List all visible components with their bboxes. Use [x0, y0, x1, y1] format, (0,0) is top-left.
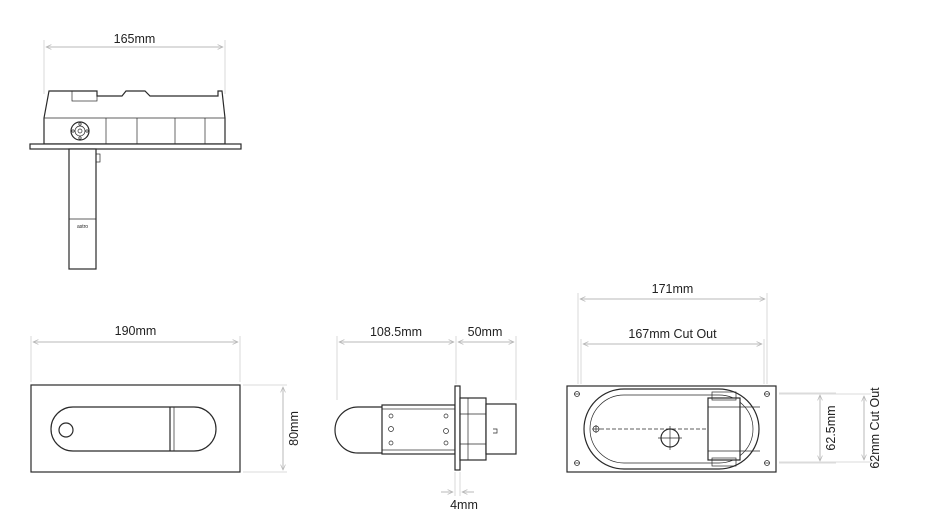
center-cross-icon: [658, 426, 682, 450]
depth-label: 108.5mm: [370, 325, 422, 339]
side-width-label: 165mm: [114, 32, 156, 46]
face-button: [485, 403, 517, 455]
cutout-height-label: 62mm Cut Out: [868, 387, 882, 469]
front-width-label: 190mm: [115, 324, 157, 338]
connector-icon: [70, 121, 90, 141]
rear-capsule-outer: [583, 388, 760, 470]
screw-hole-icon: [574, 391, 770, 466]
front-height-label: 80mm: [287, 411, 301, 446]
rear-capsule-inner: [589, 394, 754, 464]
switch-body: [50, 406, 217, 452]
mounting-plate: [29, 143, 242, 150]
rear-height-label: 62.5mm: [824, 405, 838, 450]
housing-body-side: [381, 404, 456, 455]
face-label: 50mm: [468, 325, 503, 339]
face-plate: [30, 384, 241, 473]
rear-plate: [566, 385, 777, 473]
indicator-ring: [58, 422, 74, 438]
brand-mark: astro: [77, 224, 88, 230]
overall-label: 171mm: [652, 282, 694, 296]
plate-edge: [454, 385, 461, 471]
stem-end: [334, 406, 382, 454]
side-view-bottom: 108.5mm 50mm 4mm: [334, 325, 517, 512]
rear-housing: [707, 397, 741, 461]
front-module: [459, 397, 487, 461]
rear-view: 171mm 167mm Cut Out: [566, 282, 882, 473]
rear-crosshair-icon: [592, 425, 600, 433]
front-view: 190mm 80mm: [30, 324, 301, 473]
cutout-label: 167mm Cut Out: [628, 327, 717, 341]
stem: [68, 148, 97, 270]
side-view-top: 165mm astro: [29, 32, 242, 270]
plate-label: 4mm: [450, 498, 478, 512]
housing-body: [43, 90, 226, 145]
